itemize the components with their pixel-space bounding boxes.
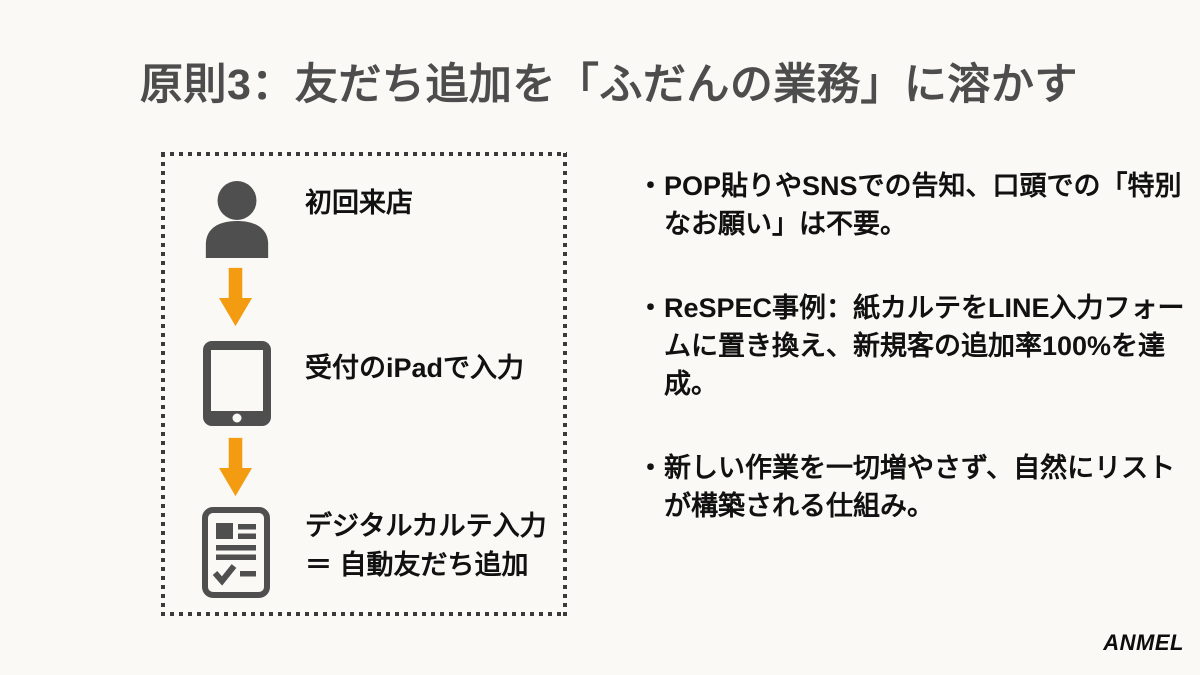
anmel-logo: ANMEL bbox=[1103, 630, 1184, 655]
flow-step-label-first-visit: 初回来店 bbox=[305, 188, 413, 218]
arrow-down-icon bbox=[219, 267, 252, 327]
list-item: ・新しい作業を一切増やさず、自然にリストが構築される仕組み。 bbox=[637, 453, 1176, 521]
flow-step-label-digital-karte: デジタルカルテ入力 ＝ 自動友だち追加 bbox=[305, 511, 547, 580]
person-icon bbox=[205, 181, 269, 258]
list-item: ・POP貼りやSNSでの告知、口頭での「特別なお願い」は不要。 bbox=[637, 171, 1182, 239]
arrow-down-icon bbox=[219, 437, 252, 497]
tablet-icon bbox=[203, 341, 271, 426]
bullet-list: ・POP貼りやSNSでの告知、口頭での「特別なお願い」は不要。 ・ReSPEC事… bbox=[637, 167, 1185, 571]
page-title: 原則3：友だち追加を「ふだんの業務」に溶かす bbox=[140, 61, 1078, 109]
list-item: ・ReSPEC事例：紙カルテをLINE入力フォームに置き換え、新規客の追加率10… bbox=[637, 293, 1185, 399]
flow-diagram-box: 初回来店 受付のiPadで入力 デジタルカルテ入力 ＝ 自動友だち追加 bbox=[161, 152, 567, 616]
document-check-icon bbox=[202, 507, 270, 598]
flow-step-label-ipad-entry: 受付のiPadで入力 bbox=[305, 353, 525, 383]
